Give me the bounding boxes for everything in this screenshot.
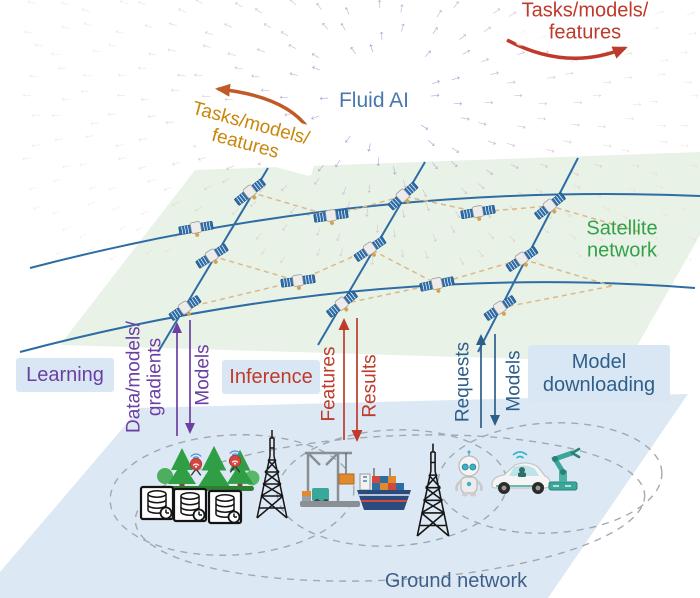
flow-label-top-right: Tasks/models/ features	[515, 0, 655, 46]
edge-database-icon	[172, 487, 208, 523]
satellite-network-label-line2: network	[586, 240, 658, 262]
coverage-cell-ellipse	[109, 434, 355, 556]
satellite-icon	[459, 202, 497, 225]
inference-up-label: Features	[318, 346, 340, 422]
satellite-icon	[482, 293, 520, 326]
coverage-cell-ellipse	[134, 434, 646, 582]
tasks-flow-arrow-right	[506, 38, 628, 61]
satellite-icon	[312, 207, 350, 228]
satellite-icon	[177, 218, 215, 241]
port-crane-icon	[300, 451, 360, 507]
model-downloading-chip: Model downloading	[528, 345, 670, 402]
ground-network-label: Ground network	[384, 569, 528, 592]
satellite-icon	[352, 234, 390, 267]
learning-chip: Learning	[16, 358, 114, 392]
learning-up-label-line2: gradients	[144, 337, 165, 417]
satellite-icon	[232, 176, 270, 211]
iot-sensor-icon	[189, 453, 203, 477]
robotic-arm-icon	[548, 447, 581, 491]
satellite-network-label-line1: Satellite	[586, 217, 658, 240]
autonomous-car-icon	[491, 451, 551, 494]
flow-label-top-right-line2: features	[548, 22, 622, 44]
model-downloading-chip-line1: Model	[571, 350, 627, 373]
inference-down-label: Results	[359, 354, 381, 418]
satellite-icon	[385, 179, 423, 215]
flow-label-top-right-line1: Tasks/models/	[521, 0, 649, 22]
satellite-icon	[167, 293, 205, 326]
radio-tower-icon	[416, 442, 450, 537]
satellite-icon	[418, 274, 456, 297]
downloading-up-label: Requests	[452, 341, 474, 423]
learning-chip-label: Learning	[26, 363, 104, 386]
model-downloading-arrows	[476, 334, 500, 428]
learning-up-label-line1: Data/models/	[123, 321, 145, 433]
forest-cluster	[157, 445, 260, 492]
satellite-icon	[193, 241, 232, 274]
learning-arrows	[172, 320, 195, 436]
cargo-ship-icon	[357, 468, 411, 510]
edge-database-icon	[207, 489, 243, 525]
inference-chip: Inference	[222, 360, 320, 394]
inference-chip-label: Inference	[229, 365, 313, 388]
downloading-down-label: Models	[503, 350, 525, 412]
tree-icon	[198, 445, 230, 492]
coverage-cell-ellipse	[437, 422, 663, 534]
learning-down-label: Models	[192, 344, 214, 406]
satellite-icon	[279, 272, 317, 293]
learning-up-label: Data/models/ gradients	[123, 321, 165, 433]
edge-database-icon	[139, 485, 175, 521]
satellite-constellation	[167, 176, 570, 326]
robot-icon	[455, 450, 483, 497]
fluid-ai-title: Fluid AI	[328, 86, 420, 116]
satellite-network-label: Satellite network	[586, 218, 657, 263]
model-downloading-chip-line2: downloading	[542, 373, 656, 396]
inter-satellite-links	[184, 191, 641, 309]
inference-arrows	[338, 318, 363, 442]
satellite-icon	[504, 244, 542, 277]
